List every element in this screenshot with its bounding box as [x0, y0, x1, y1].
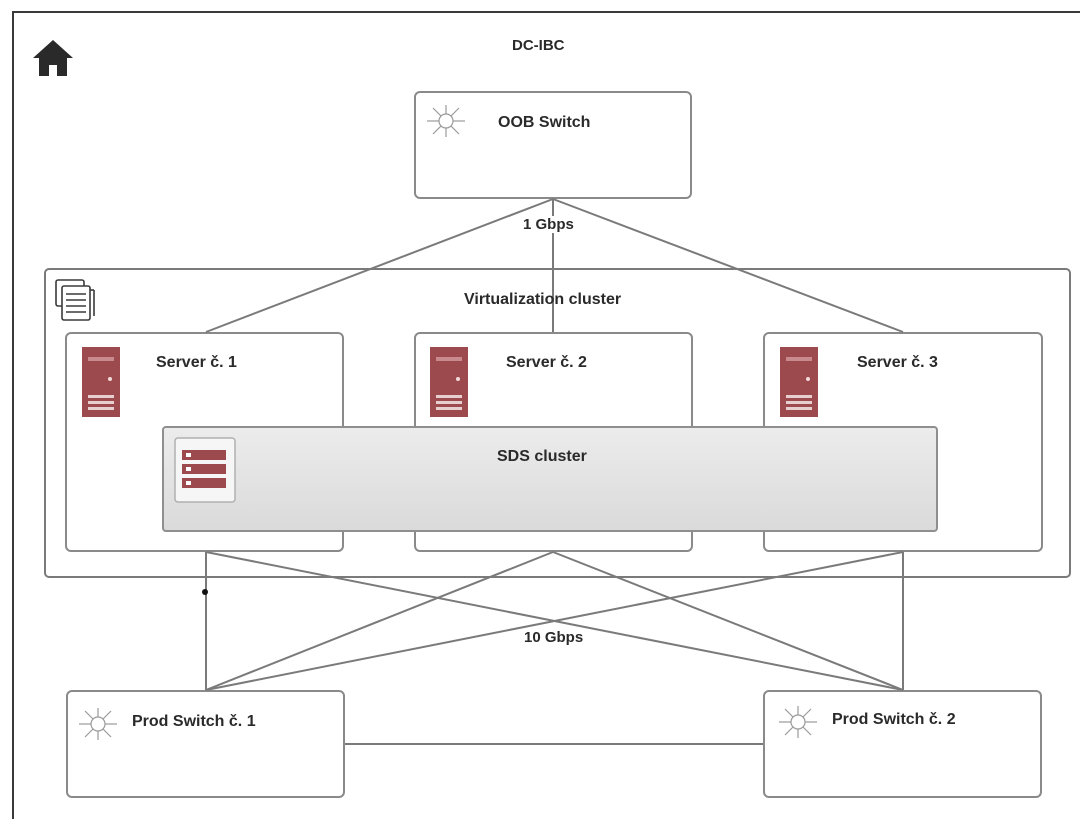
oob-switch-box[interactable] [414, 91, 692, 199]
network-switch-icon [79, 708, 117, 740]
oob-link-server-3 [552, 198, 904, 333]
oob-link-server-1 [205, 198, 554, 333]
server-tower-icon [430, 347, 468, 417]
server-rack-icon [55, 279, 95, 321]
sds-cluster-label: SDS cluster [497, 448, 587, 465]
storage-array-icon [174, 437, 236, 503]
network-switch-icon [779, 706, 817, 738]
prod-switch-2-box[interactable] [763, 690, 1042, 798]
diagram-frame [12, 11, 1080, 819]
diagram-title: DC-IBC [512, 37, 565, 54]
server-3-label: Server č. 3 [857, 354, 938, 371]
prod-switch-1-label: Prod Switch č. 1 [132, 713, 256, 730]
prod1-link-server-2 [205, 551, 554, 691]
server-tower-icon [82, 347, 120, 417]
sds-cluster-box[interactable] [162, 426, 938, 532]
server-2-label: Server č. 2 [506, 354, 587, 371]
oob-switch-label: OOB Switch [498, 114, 591, 131]
server-1-label: Server č. 1 [156, 354, 237, 371]
link-endpoint-dot [202, 589, 208, 595]
prod-switch-2-label: Prod Switch č. 2 [832, 711, 956, 728]
link-1gbps-label: 1 Gbps [521, 216, 576, 233]
prod2-link-server-2 [552, 551, 904, 691]
link-10gbps-label: 10 Gbps [521, 629, 587, 646]
prod2-link-server-1 [205, 551, 904, 691]
virtualization-cluster-label: Virtualization cluster [464, 291, 622, 308]
server-tower-icon [780, 347, 818, 417]
home-icon[interactable] [32, 38, 74, 78]
network-switch-icon [427, 105, 465, 137]
prod-switch-1-box[interactable] [66, 690, 345, 798]
